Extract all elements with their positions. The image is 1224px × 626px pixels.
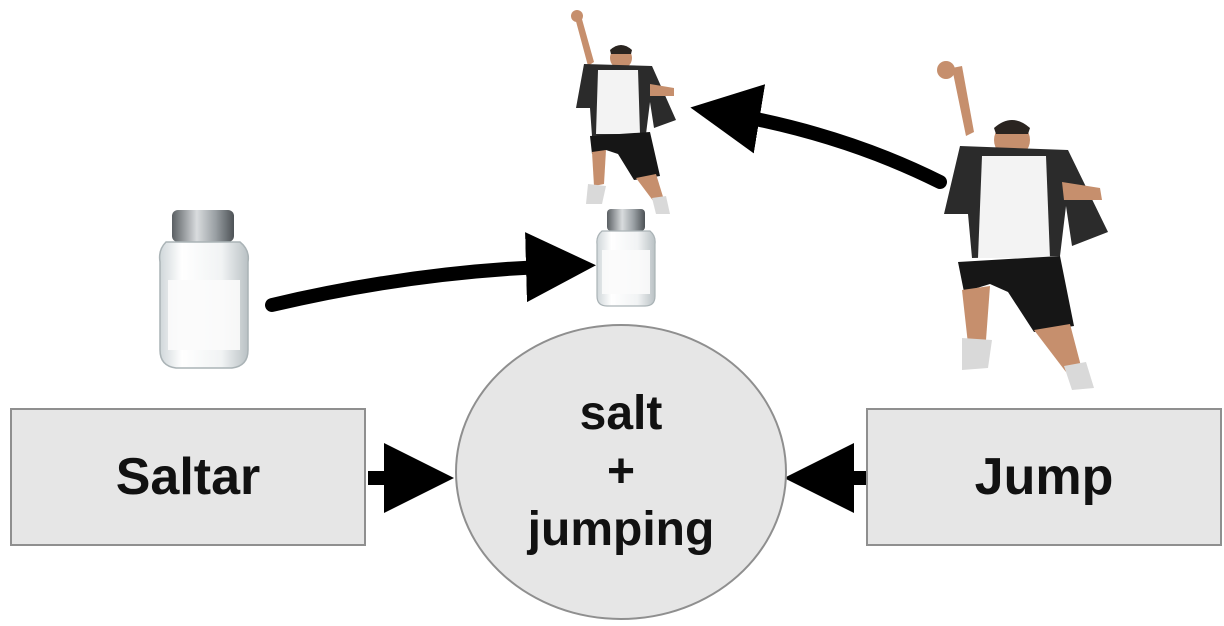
combined-circle: salt + jumping: [455, 324, 787, 620]
saltar-box: Saltar: [10, 408, 366, 546]
jump-box: Jump: [866, 408, 1222, 546]
salt-shaker-small-icon: [596, 209, 656, 307]
curved-arrow-icon: [265, 232, 596, 312]
circle-line-plus: +: [606, 445, 636, 498]
jumping-man-icon: [937, 61, 1108, 390]
circle-line-salt: salt: [579, 387, 663, 440]
saltar-label: Saltar: [115, 448, 261, 506]
circle-line-jumping: jumping: [527, 503, 715, 556]
jump-label: Jump: [974, 448, 1114, 506]
jumping-man-small-icon: [571, 10, 676, 214]
salt-shaker-icon: [158, 210, 250, 369]
curved-arrow-icon: [690, 84, 947, 189]
